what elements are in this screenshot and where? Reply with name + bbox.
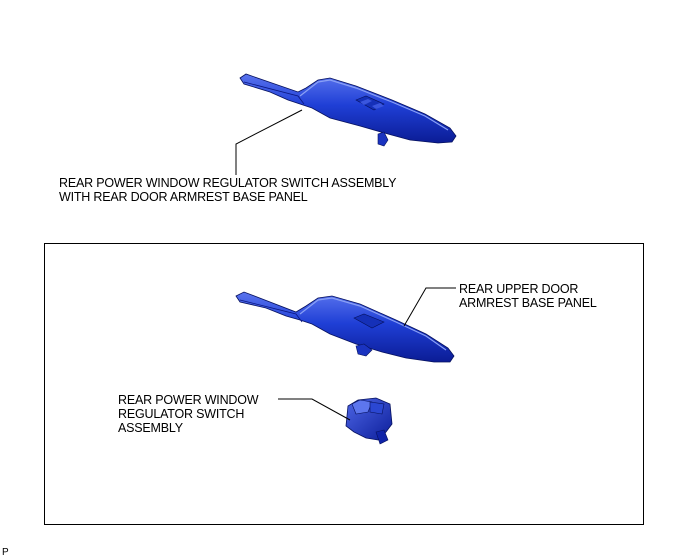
assembly-with-base-panel-part: [239, 73, 457, 147]
corner-code: P: [2, 547, 9, 558]
label-line: REAR UPPER DOOR: [459, 282, 579, 296]
label-regulator-switch-assembly: REAR POWER WINDOW REGULATOR SWITCH ASSEM…: [118, 393, 259, 435]
label-line: REAR POWER WINDOW REGULATOR SWITCH ASSEM…: [59, 176, 397, 190]
label-line: ARMREST BASE PANEL: [459, 296, 597, 310]
leader-line-switch: [278, 398, 351, 421]
upper-door-armrest-base-panel-part: [235, 291, 455, 363]
leader-line-assembly: [235, 109, 303, 175]
leader-line-base-panel: [403, 287, 456, 327]
label-line: ASSEMBLY: [118, 421, 183, 435]
label-line: REAR POWER WINDOW: [118, 393, 259, 407]
label-line: REGULATOR SWITCH: [118, 407, 245, 421]
label-upper-door-armrest-base-panel: REAR UPPER DOOR ARMREST BASE PANEL: [459, 282, 597, 310]
regulator-switch-assembly-part: [345, 397, 393, 445]
label-assembly-with-base-panel: REAR POWER WINDOW REGULATOR SWITCH ASSEM…: [59, 176, 396, 204]
label-line: WITH REAR DOOR ARMREST BASE PANEL: [59, 190, 308, 204]
exploded-view-frame: [44, 243, 644, 525]
